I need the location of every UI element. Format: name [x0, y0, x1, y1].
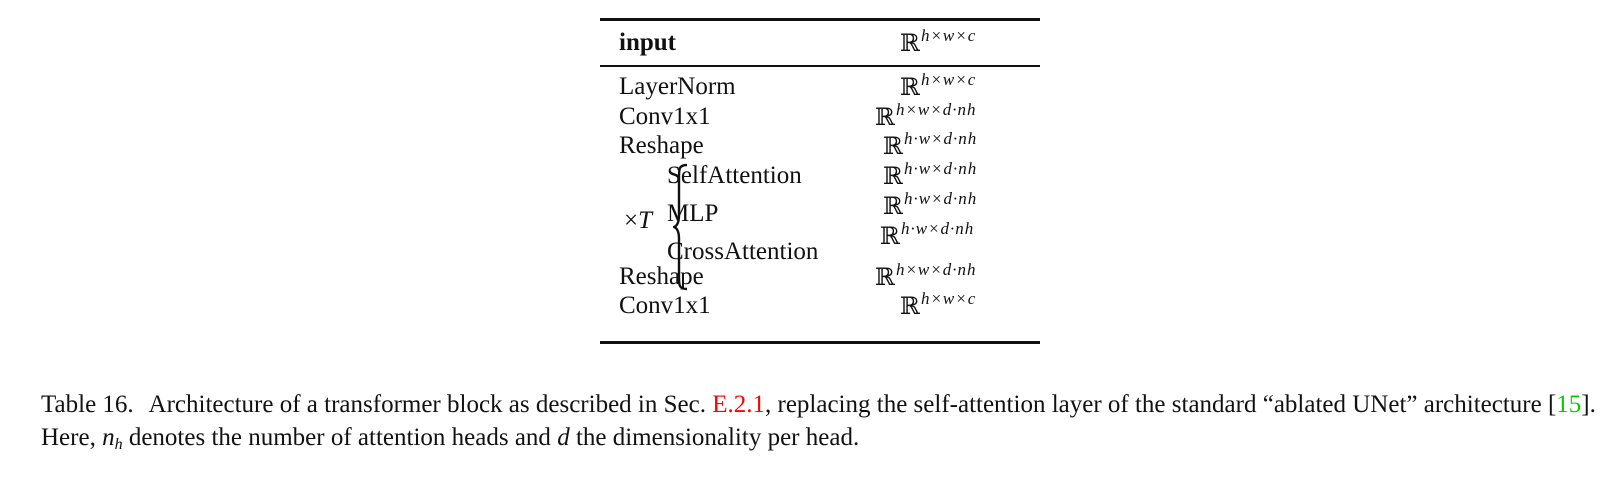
table-row-layer: SelfAttention — [667, 162, 802, 189]
table-caption: Table 16. Architecture of a transformer … — [41, 388, 1601, 461]
table-row-layer: Reshape — [619, 132, 704, 159]
table-header-rule — [600, 65, 1040, 67]
table-row-shape: ℝh×w×d·nh — [875, 260, 977, 291]
left-brace-icon — [673, 163, 688, 291]
caption-label: Table 16. — [41, 391, 134, 418]
caption-text-1: Architecture of a transformer block as d… — [148, 391, 706, 418]
table-top-rule — [600, 18, 1040, 21]
caption-text-5: the dimensionality per head. — [575, 424, 860, 451]
table-row-shape: ℝh·w×d·nh — [883, 189, 978, 220]
table-row-shape: ℝh·w×d·nh — [880, 219, 975, 250]
header-layer-cell: input — [619, 29, 676, 56]
table-row-layer: MLP — [667, 200, 719, 227]
table-row-layer: LayerNorm — [619, 73, 736, 100]
caption-text-4: denotes the number of attention heads an… — [128, 424, 551, 451]
table-row-layer: Conv1x1 — [619, 103, 711, 130]
table-row-layer: CrossAttention — [667, 238, 819, 265]
table-row-shape: ℝh×w×c — [900, 70, 977, 101]
math-d: d — [557, 424, 570, 451]
caption-text-3: ]. Here, — [41, 391, 1596, 451]
architecture-table: input ℝh×w×c LayerNorm ℝh×w×c Conv1x1 ℝh… — [600, 18, 1040, 344]
table-bottom-rule — [600, 341, 1040, 344]
table-row-layer: Conv1x1 — [619, 292, 711, 319]
caption-text-2: , replacing the self-attention layer of … — [765, 391, 1557, 418]
math-nh: nh — [102, 424, 123, 453]
header-shape-cell: ℝh×w×c — [900, 26, 977, 57]
table-row-layer: Reshape — [619, 263, 704, 290]
repeat-times-t: ×T — [624, 207, 653, 234]
table-row-shape: ℝh·w×d·nh — [883, 129, 978, 160]
section-ref-link[interactable]: E.2.1 — [712, 391, 765, 418]
table-row-shape: ℝh×w×d·nh — [875, 100, 977, 131]
table-row-shape: ℝh×w×c — [900, 289, 977, 320]
citation-link[interactable]: 15 — [1556, 391, 1582, 418]
table-row-shape: ℝh·w×d·nh — [883, 159, 978, 190]
